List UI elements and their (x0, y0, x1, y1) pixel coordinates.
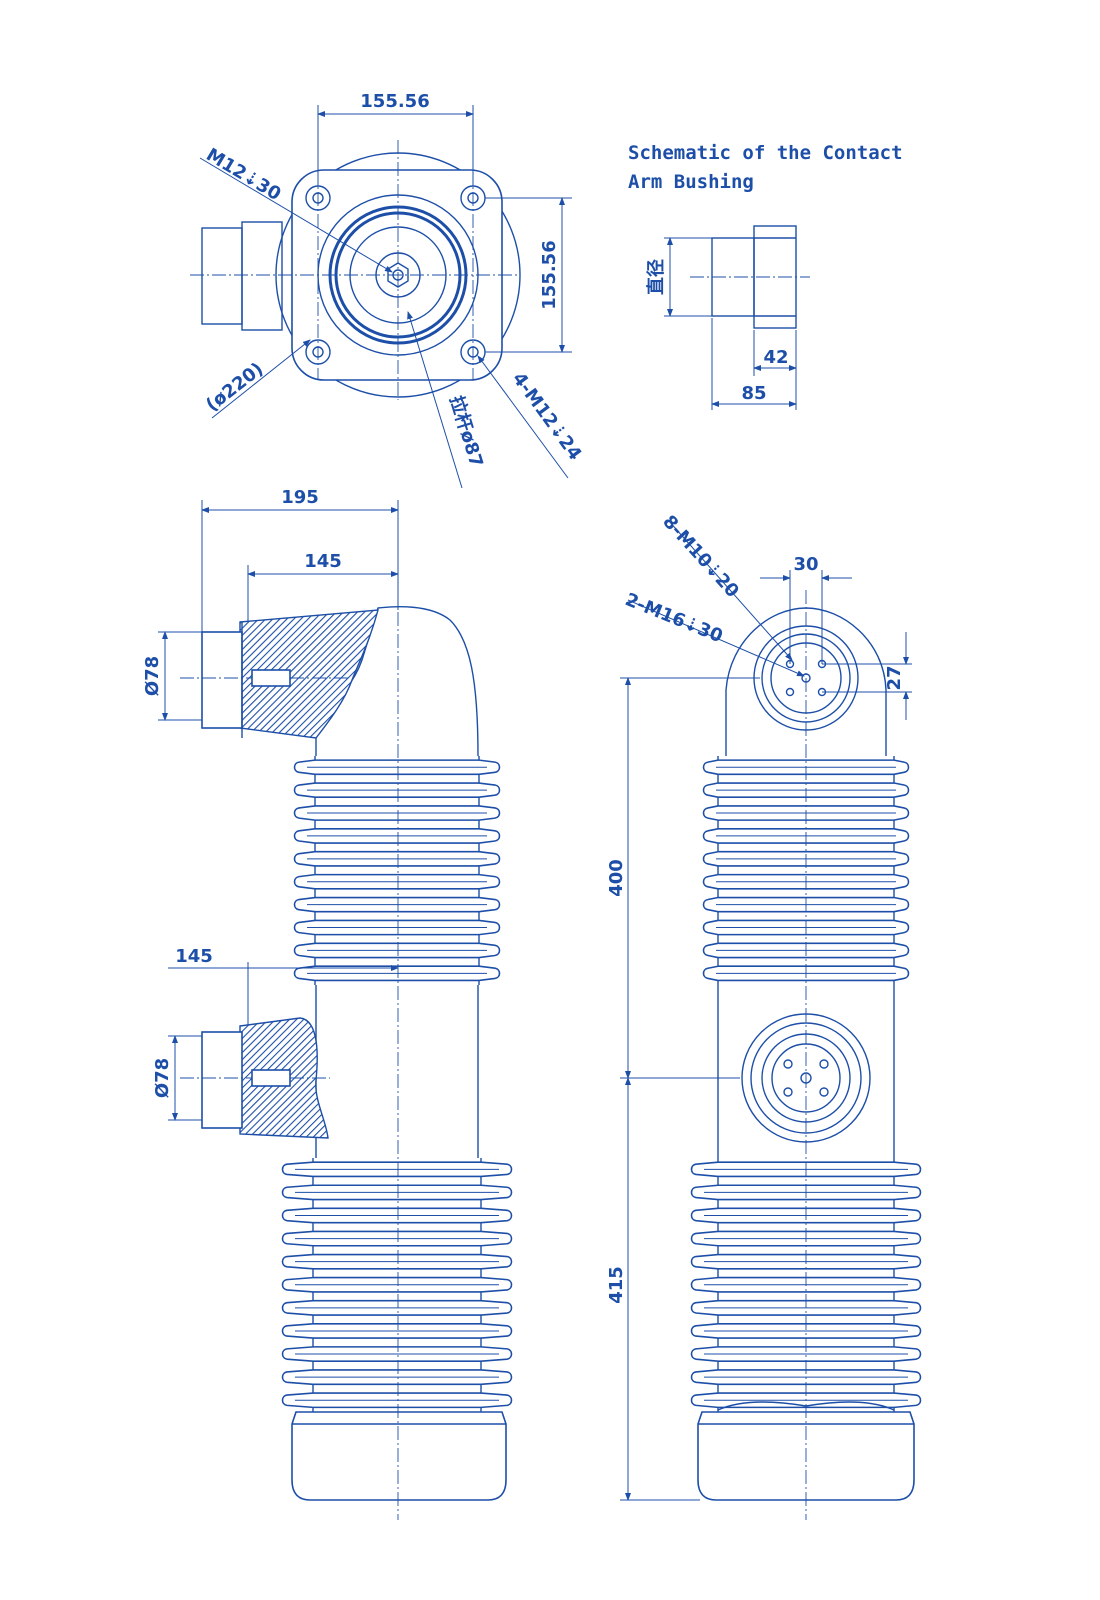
top-label-rod: 拉杆ø87 (445, 393, 488, 470)
front-dim-195: 195 (281, 487, 319, 508)
side-mid-ring-2 (750, 1022, 862, 1134)
front-dia-upper: Ø78 (142, 656, 163, 696)
top-label-diameter: (ø220) (202, 359, 267, 416)
side-view: 400 415 30 27 8-M10⇣20 2-M16⇣30 (606, 511, 922, 1520)
small-label-side: 直径 (645, 259, 667, 295)
side-middle-body (717, 985, 895, 1158)
side-dim-30: 30 (793, 554, 818, 575)
front-lower-bolt (251, 1069, 291, 1087)
front-base (291, 1411, 507, 1501)
top-side-boss (201, 227, 243, 325)
title-line-2: Arm Bushing (628, 171, 754, 193)
small-dim-42: 42 (763, 347, 788, 368)
top-view: 155.56 155.56 M12⇣30 (ø220) 拉杆ø87 4-M12⇣… (190, 91, 586, 489)
front-upper-sheds (293, 756, 501, 985)
front-dia-lower: Ø78 (152, 1058, 173, 1098)
top-label-hole: M12⇣30 (202, 144, 284, 205)
side-dim-400: 400 (606, 859, 627, 897)
title-line-1: Schematic of the Contact (628, 142, 903, 164)
front-view: 195 145 145 Ø78 Ø78 (142, 487, 513, 1520)
top-dim-vertical: 155.56 (539, 240, 560, 309)
side-lower-sheds (690, 1158, 922, 1412)
side-dim-415: 415 (606, 1266, 627, 1304)
front-dim-145-mid: 145 (175, 946, 213, 967)
front-dim-145-top: 145 (304, 551, 342, 572)
front-lower-terminal (201, 1031, 243, 1129)
front-lower-sheds (281, 1158, 513, 1412)
side-label-8holes: 8-M10⇣20 (658, 511, 743, 602)
side-dim-27: 27 (884, 665, 905, 690)
front-upper-bolt (251, 669, 291, 687)
top-dim-horizontal: 155.56 (360, 91, 429, 112)
side-label-2holes: 2-M16⇣30 (622, 589, 725, 647)
front-upper-terminal (201, 631, 243, 729)
front-middle-barrel (315, 985, 479, 1158)
drawing-title: Schematic of the Contact Arm Bushing (628, 142, 903, 193)
front-upper-arm-section (239, 609, 379, 739)
top-side-boss-flange (241, 221, 283, 331)
small-view: 直径 42 85 (645, 225, 810, 410)
small-dim-85: 85 (741, 383, 766, 404)
